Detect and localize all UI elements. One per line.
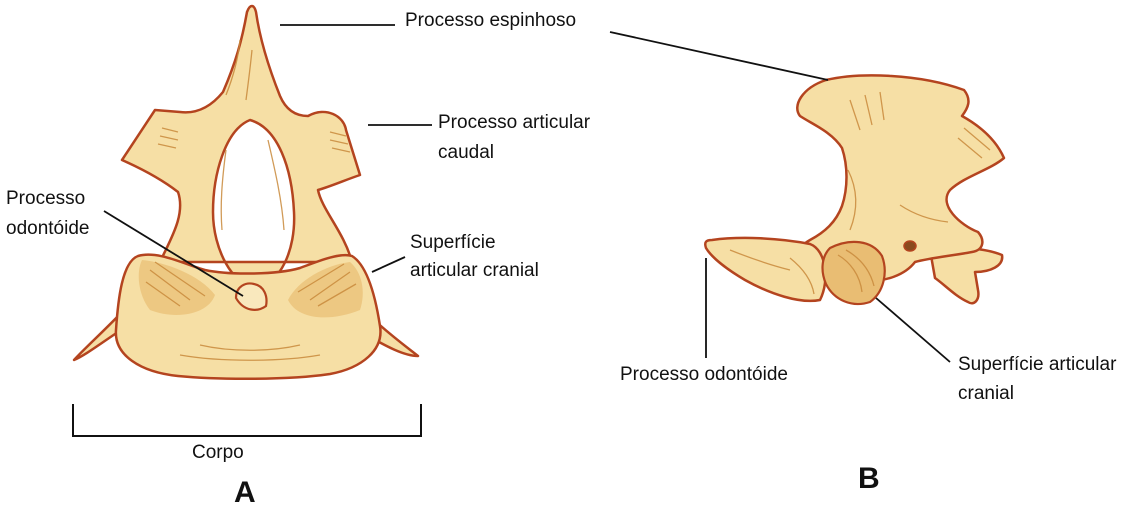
- label-dens-a-line1: Processo: [6, 186, 85, 212]
- transverse-foramen: [904, 241, 916, 251]
- neural-arch: [122, 6, 360, 288]
- label-cranial-a-line1: Superfície: [410, 230, 496, 256]
- cranial-articular-surface-b: [823, 242, 885, 304]
- dens-b: [705, 238, 825, 301]
- vertebra-a-cranial-view: [74, 6, 418, 379]
- leader-spinous-b: [610, 32, 828, 80]
- leader-cranial-a: [372, 257, 405, 272]
- lateral-body: [795, 75, 1004, 280]
- leader-cranial-b: [876, 298, 950, 362]
- panel-label-a: A: [234, 476, 256, 510]
- label-caudal-articular-line2: caudal: [438, 140, 494, 166]
- label-spinous-process: Processo espinhoso: [405, 8, 576, 34]
- vertebra-b-lateral-view: [705, 75, 1004, 304]
- label-dens-a-line2: odontóide: [6, 216, 89, 242]
- body-bracket: [73, 404, 421, 436]
- label-dens-b: Processo odontóide: [620, 362, 788, 388]
- label-cranial-b-line1: Superfície articular: [958, 352, 1116, 378]
- panel-label-b: B: [858, 462, 880, 496]
- label-body: Corpo: [192, 440, 244, 466]
- label-cranial-a-line2: articular cranial: [410, 258, 539, 284]
- label-caudal-articular-line1: Processo articular: [438, 110, 590, 136]
- label-cranial-b-line2: cranial: [958, 381, 1014, 407]
